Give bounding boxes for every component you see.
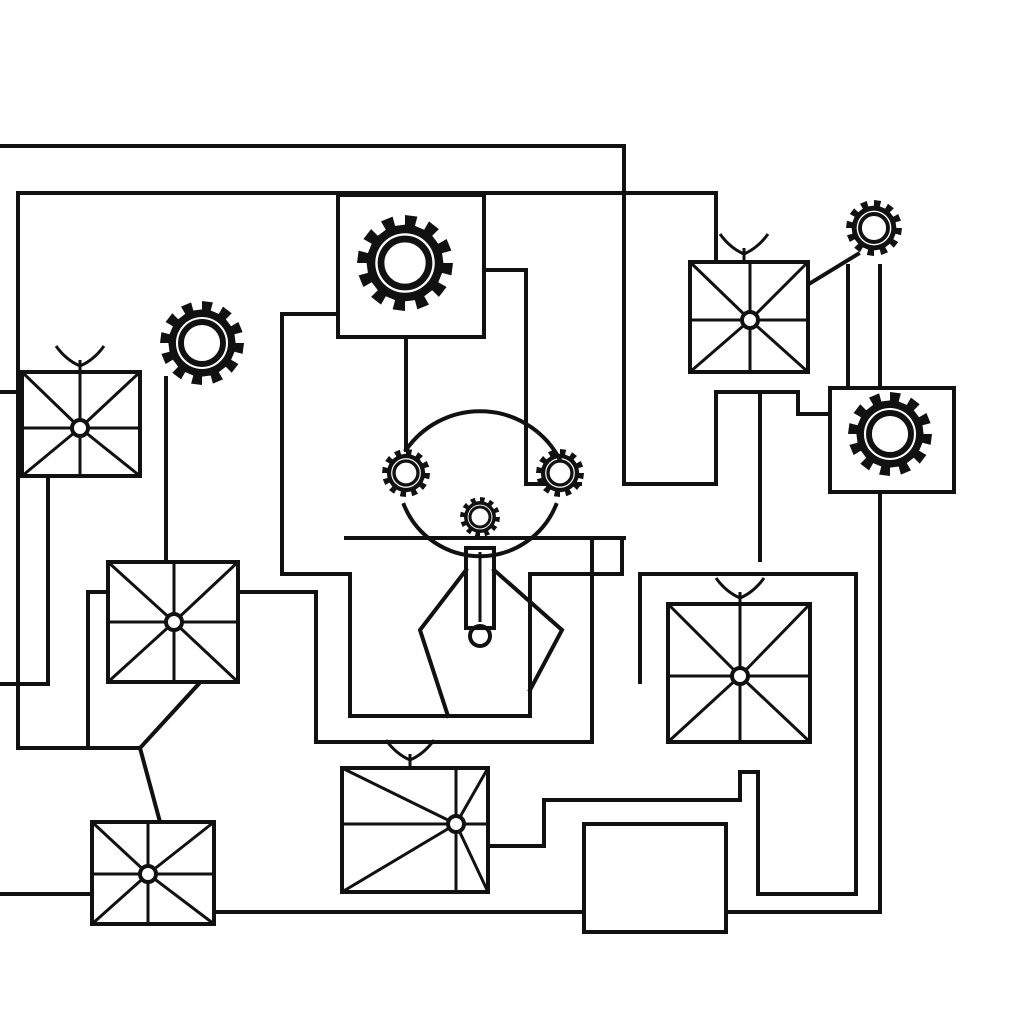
- box-fold-line: [454, 767, 490, 825]
- lamp-body: [417, 567, 469, 719]
- box-fold-line: [454, 823, 490, 893]
- wire-left-mid: [86, 590, 110, 750]
- box-fold-line: [172, 560, 240, 624]
- box-fold-line: [341, 766, 457, 826]
- gear-hub: [377, 235, 433, 291]
- gear-hub: [178, 319, 226, 367]
- box-knot: [446, 814, 466, 834]
- lamp-knob: [468, 624, 492, 648]
- box-icon: [582, 822, 728, 934]
- box-fold-line: [738, 602, 812, 678]
- wire-top-inner: [16, 191, 718, 750]
- sprout-icon: [714, 577, 766, 604]
- box-knot: [164, 612, 184, 632]
- box-icon: [20, 345, 142, 478]
- gear-icon: [357, 215, 453, 311]
- box-knot: [740, 310, 760, 330]
- sprout-icon: [54, 345, 106, 372]
- wire-diagonal: [137, 673, 209, 825]
- box-fold-line: [79, 426, 141, 478]
- box-icon: [90, 820, 216, 926]
- box-fold-line: [738, 674, 812, 744]
- wire-far-right: [724, 492, 882, 914]
- box-outline: [340, 766, 490, 894]
- box-fold-line: [106, 620, 176, 684]
- box-fold-line: [688, 260, 752, 322]
- sprout-icon: [384, 739, 436, 766]
- box-fold-line: [106, 560, 176, 624]
- lamp-body-right: [491, 567, 565, 693]
- gear-icon: [536, 449, 584, 497]
- box-icon: [666, 577, 812, 744]
- gear-icon: [460, 497, 500, 537]
- wires: [0, 144, 882, 914]
- box-fold-line: [20, 370, 82, 430]
- box-icon: [340, 739, 490, 894]
- box-fold-line: [172, 620, 240, 684]
- sprout-icon: [718, 233, 770, 260]
- gear-hub: [866, 410, 914, 458]
- box-fold-line: [147, 820, 215, 876]
- box-fold-line: [341, 822, 457, 894]
- box-fold-line: [21, 426, 81, 478]
- box-knot: [70, 418, 90, 438]
- gear-icon: [382, 449, 430, 497]
- box-outline: [582, 822, 728, 934]
- box-fold-line: [90, 820, 150, 876]
- box-fold-line: [147, 872, 215, 926]
- box-fold-line: [78, 370, 142, 430]
- box-fold-line: [748, 260, 810, 322]
- box-fold-line: [748, 318, 810, 374]
- lamp-figure: [401, 409, 565, 719]
- wire-right-loop: [438, 572, 858, 896]
- boxes: [20, 193, 956, 934]
- box-fold-line: [666, 602, 742, 678]
- gear-hub: [468, 505, 492, 529]
- box-fold-line: [91, 872, 149, 926]
- lamp-arc: [403, 409, 563, 463]
- gears: [160, 200, 932, 537]
- gear-hub: [858, 212, 890, 244]
- box-fold-line: [666, 674, 742, 744]
- box-knot: [730, 666, 750, 686]
- wire-top-outer: [0, 144, 834, 486]
- gear-icon: [846, 200, 902, 256]
- box-fold-line: [689, 318, 751, 374]
- gear-icon: [848, 392, 932, 476]
- gear-hub: [392, 459, 420, 487]
- box-knot: [138, 864, 158, 884]
- box-icon: [106, 560, 240, 684]
- wire-right-gear-post: [846, 264, 882, 392]
- box-icon: [688, 233, 810, 374]
- gear-icon: [160, 301, 244, 385]
- wire-center-left: [238, 312, 624, 744]
